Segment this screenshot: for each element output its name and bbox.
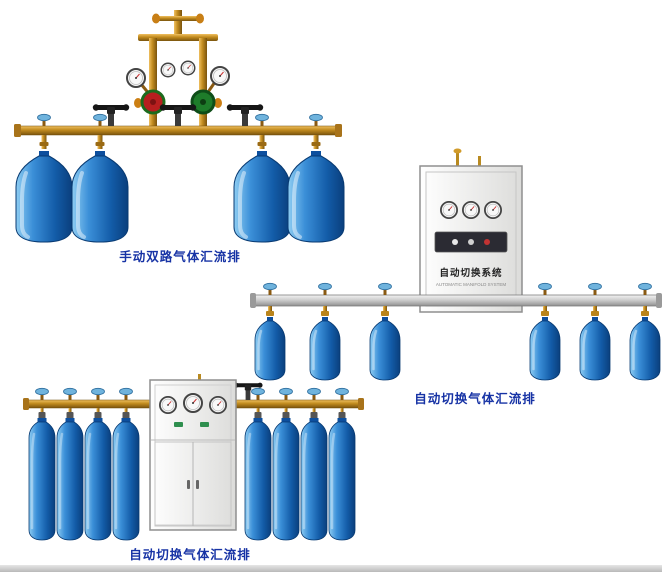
gas-cylinder [271,410,301,542]
pressure-gauge-icon [461,200,481,220]
product3-caption: 自动切换气体汇流排 [129,548,251,562]
cylinder-connections [266,306,649,316]
gas-cylinder [368,315,402,382]
main-brass-pipe [14,124,342,137]
cylinder-drops [39,135,321,149]
gas-cylinder [55,410,85,542]
manual-dual-manifold-illustration [14,10,346,244]
top-outlet-assembly [138,10,218,128]
gas-cylinder [253,315,287,382]
handwheel-valves [92,104,264,126]
gas-cylinder [578,315,612,382]
pressure-gauge-icon [160,62,176,78]
pressure-gauge-icon [439,200,459,220]
gas-cylinder [299,410,329,542]
gas-cylinder [308,315,342,382]
right-pressure-regulator [180,60,230,115]
product2-caption: 自动切换气体汇流排 [414,392,536,406]
gas-cylinder [111,410,141,542]
control-cabinet [149,374,237,531]
gas-cylinder [27,410,57,542]
gas-cylinder [83,410,113,542]
pressure-gauge-icon [158,395,178,415]
auto-switch-manifold-illustration: 自动切换系统 AUTOMATIC MANIFOLD SYSTEM [250,148,662,382]
pressure-gauge-icon [183,393,203,413]
pressure-gauge-icon [180,60,196,76]
cabinet-label: 自动切换系统 [439,267,502,279]
gas-cylinder [327,410,357,542]
gas-cylinder [528,315,562,382]
pressure-gauge-icon [210,66,230,86]
auto-switch-tall-manifold-illustration [23,374,364,542]
left-pressure-regulator [126,62,176,115]
pressure-gauge-icon [208,395,228,415]
control-cabinet: 自动切换系统 AUTOMATIC MANIFOLD SYSTEM [419,148,523,313]
pressure-gauge-icon [483,200,503,220]
gas-cylinder [628,315,662,382]
page-bottom-border [0,565,662,572]
gas-cylinder [70,149,130,244]
gas-cylinder [243,410,273,542]
gas-cylinder [14,149,74,244]
cabinet-sublabel: AUTOMATIC MANIFOLD SYSTEM [436,282,507,287]
manifold-rail [250,293,662,308]
product1-caption: 手动双路气体汇流排 [119,250,241,264]
pressure-gauge-icon [126,68,146,88]
